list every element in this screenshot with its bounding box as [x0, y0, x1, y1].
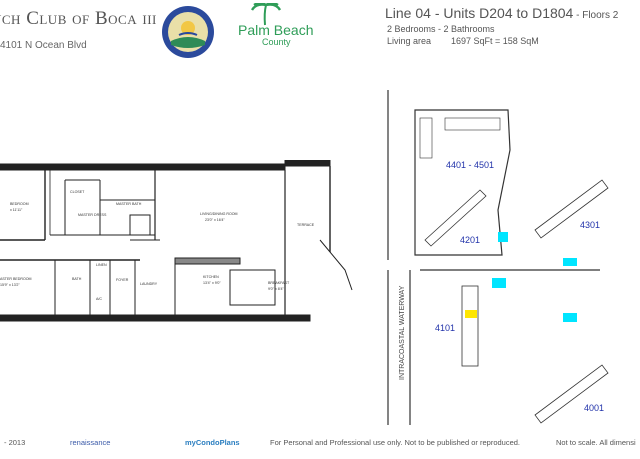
unit-heading: Line 04 - Units D204 to D1804 - Floors 2	[385, 5, 618, 21]
room-bath: BATH	[72, 277, 82, 281]
building-title: nch Club of Boca iii	[0, 8, 157, 29]
footer-notice: For Personal and Professional use only. …	[270, 438, 521, 447]
room-kitchen: KITCHEN	[203, 275, 219, 279]
room-terrace: TERRACE	[297, 223, 315, 227]
footer-brand-mycondoplans: myCondoPlans	[185, 438, 240, 447]
label-4301: 4301	[580, 220, 600, 230]
room-breakfast-size: 9'0" x 8'4"	[268, 287, 284, 291]
marker-4201	[498, 232, 508, 242]
label-4001: 4001	[584, 403, 604, 413]
room-closet: CLOSET	[70, 190, 85, 194]
unit-heading-text: Line 04 - Units D204 to D1804	[385, 5, 574, 21]
living-area-label: Living area	[387, 36, 432, 46]
living-area-value: 1697 SqFt = 158 SqM	[451, 36, 539, 46]
room-master-dress: MASTER DRESS	[78, 213, 107, 217]
city-seal-logo	[162, 6, 214, 58]
room-foyer: FOYER	[116, 278, 129, 282]
label-4101: 4101	[435, 323, 455, 333]
footer: - 2013 renaissance myCondoPlans For Pers…	[0, 436, 640, 458]
room-ac: A/C	[96, 297, 102, 301]
footer-year: - 2013	[4, 438, 26, 447]
marker-4101-east	[492, 278, 506, 288]
room-linen: LINEN	[96, 263, 107, 267]
room-master-bedroom: ASTER BEDROOM	[0, 277, 32, 281]
room-laundry: LAUNDRY	[140, 282, 158, 286]
site-plan: 4401 - 4501 4201 4301 4101 4001 INTRACOA…	[387, 90, 609, 425]
room-bedroom: BEDROOM	[10, 202, 29, 206]
room-master-bath: MASTER BATH	[116, 202, 142, 206]
palm-tree-icon	[250, 3, 282, 26]
label-4201: 4201	[460, 235, 480, 245]
room-living: LIVING/DINING ROOM	[200, 212, 238, 216]
room-breakfast: BREAKFAST	[268, 281, 290, 285]
bedrooms-bathrooms: 2 Bedrooms - 2 Bathrooms	[387, 24, 495, 34]
marker-4001	[563, 313, 577, 322]
unit-floors: - Floors 2	[573, 10, 619, 21]
label-4401-4501: 4401 - 4501	[446, 160, 494, 170]
footer-scale-note: Not to scale. All dimensi	[556, 438, 636, 447]
room-bedroom-size: x 11'11"	[10, 208, 23, 212]
county-subtitle: County	[262, 37, 291, 47]
waterway-label: INTRACOASTAL WATERWAY	[399, 285, 406, 380]
marker-north	[563, 258, 577, 266]
floor-plan: BEDROOM x 11'11" CLOSET MASTER DRESS MAS…	[0, 160, 353, 322]
footer-brand-renaissance: renaissance	[70, 438, 111, 447]
county-name: Palm Beach	[238, 22, 314, 38]
room-master-bedroom-size: 15'9" x 13'2"	[0, 283, 20, 287]
building-address: 4101 N Ocean Blvd	[0, 40, 87, 51]
room-kitchen-size: 13'4" x 9'0"	[203, 281, 221, 285]
room-living-size: 23'0" x 16'4"	[205, 218, 225, 222]
unit-highlight	[465, 310, 477, 318]
